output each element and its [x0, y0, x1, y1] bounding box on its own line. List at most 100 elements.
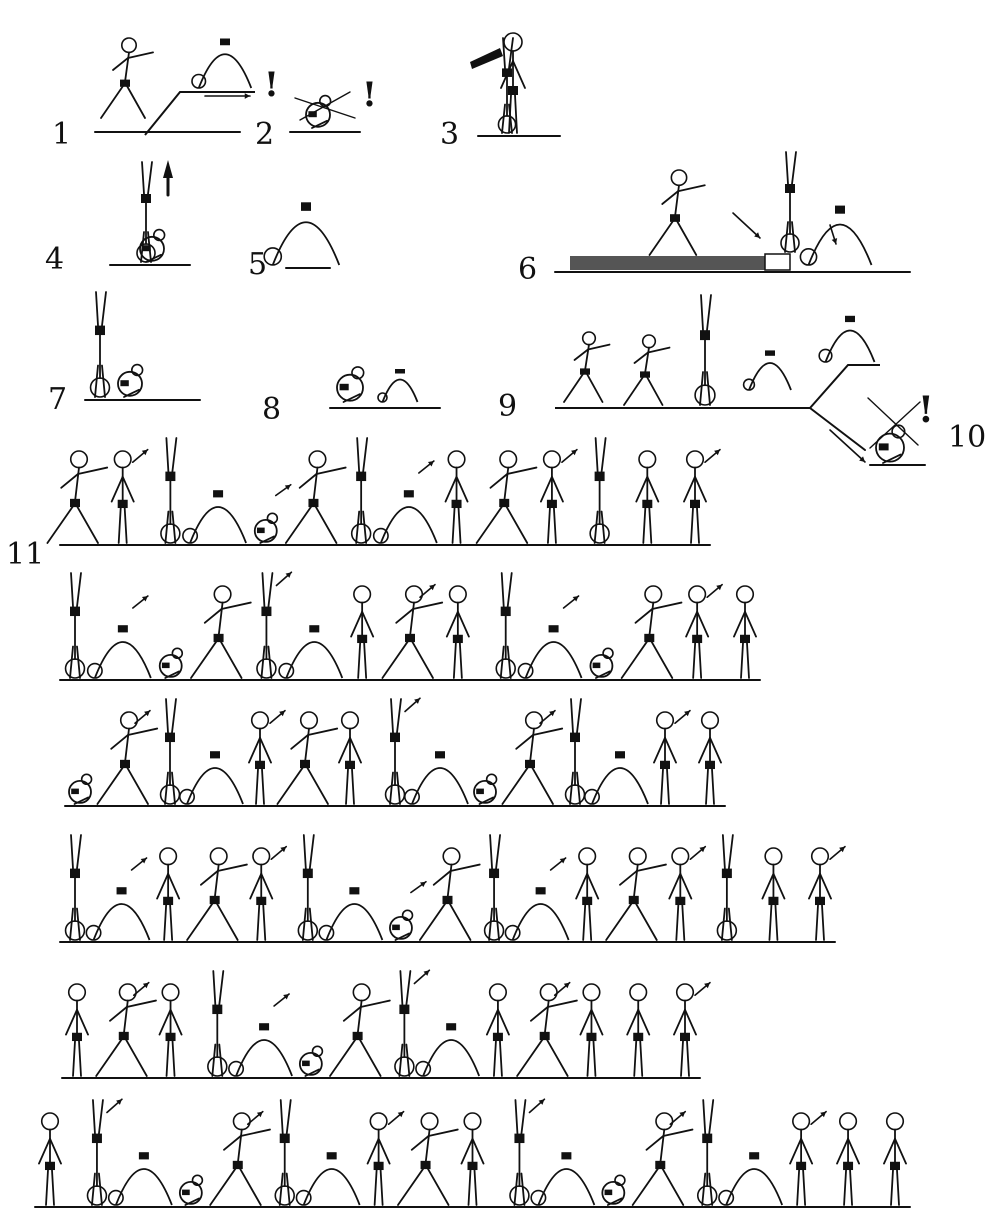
gymnast-shorts: [165, 472, 175, 481]
gymnast-limb: [697, 612, 708, 637]
gymnast-limb: [39, 1139, 50, 1164]
gymnast-limb: [691, 508, 693, 543]
gymnast-limb: [166, 438, 168, 472]
gymnast-limb: [530, 729, 534, 763]
gymnast-limb: [693, 643, 695, 678]
gymnast-figure: [580, 984, 602, 1076]
gymnast-head: [443, 848, 460, 865]
gymnast-figure: [876, 425, 905, 463]
gymnast-head: [114, 451, 131, 468]
gymnast-limb: [73, 1041, 75, 1076]
gymnast-limb: [822, 905, 824, 940]
gymnast-limb: [649, 603, 653, 637]
gymnast-limb: [236, 1040, 292, 1076]
gymnast-limb: [749, 363, 791, 390]
figure-label-2: 2: [255, 120, 274, 150]
gymnast-limb: [261, 647, 264, 679]
gymnast-limb: [652, 603, 681, 609]
gymnast-limb: [554, 508, 556, 543]
gymnast-limb: [310, 909, 313, 941]
gymnast-limb: [726, 1169, 782, 1205]
gymnast-figure: [386, 699, 405, 804]
springboard: [765, 254, 790, 270]
gymnast-limb: [400, 971, 402, 1005]
gymnast-limb: [686, 612, 697, 637]
gymnast-limb: [703, 1100, 705, 1134]
emphasis-mark-2: !: [362, 78, 377, 112]
gymnast-figure: [296, 1152, 359, 1205]
gymnast-limb: [410, 603, 414, 637]
gymnast-shorts: [453, 635, 463, 643]
gymnast-limb: [706, 769, 708, 804]
gymnast-head: [275, 1186, 294, 1205]
gymnast-shorts: [162, 663, 170, 669]
gymnast-limb: [734, 612, 745, 637]
gymnast-limb: [286, 506, 312, 543]
gymnast-figure: [650, 170, 705, 255]
gymnast-shorts: [345, 761, 355, 769]
gymnast-limb: [280, 1174, 283, 1206]
gymnast-limb: [257, 905, 259, 940]
gymnast-shorts: [349, 887, 359, 894]
gymnast-limb: [576, 874, 587, 899]
gymnast-limb: [521, 1100, 525, 1134]
gymnast-shorts: [213, 490, 223, 497]
gymnast-shorts: [119, 1032, 129, 1040]
gymnast-limb: [423, 1040, 479, 1076]
gymnast-limb: [663, 1130, 692, 1136]
gymnast-limb: [127, 86, 145, 118]
gymnast-limb: [665, 738, 676, 763]
gymnast-figure: [633, 1113, 693, 1205]
gymnast-limb: [346, 769, 348, 804]
gymnast-figure: [250, 848, 272, 940]
gymnast-limb: [287, 1100, 291, 1134]
gymnast-limb: [587, 874, 598, 899]
gymnast-figure: [510, 1100, 529, 1205]
gymnast-head: [630, 984, 647, 1001]
gymnast-shorts: [890, 1162, 900, 1170]
figure-label-4: 4: [45, 245, 64, 275]
gymnast-shorts: [642, 500, 652, 508]
gymnast-figure: [518, 625, 581, 678]
gymnast-limb: [172, 438, 176, 472]
gymnast-figure: [416, 1023, 479, 1076]
gymnast-head: [765, 848, 782, 865]
gymnast-limb: [240, 1168, 261, 1205]
gymnast-head: [702, 712, 719, 729]
gymnast-limb: [96, 1039, 122, 1076]
gymnast-limb: [697, 508, 699, 543]
gymnast-limb: [249, 738, 260, 763]
figure-label-11: 11: [6, 540, 44, 570]
gymnast-shorts: [45, 1162, 55, 1170]
gymnast-shorts: [502, 68, 512, 77]
gymnast-limb: [406, 1045, 409, 1077]
gymnast-limb: [381, 507, 437, 543]
gymnast-figure: [564, 332, 610, 402]
gymnast-limb: [699, 738, 710, 763]
gymnast-limb: [620, 871, 637, 885]
gymnast-limb: [77, 647, 80, 679]
gymnast-limb: [548, 508, 550, 543]
gymnast-limb: [602, 512, 605, 544]
gymnast-limb: [125, 729, 129, 763]
gymnast-shorts: [118, 500, 128, 508]
gymnast-shorts: [421, 1161, 431, 1169]
gymnast-limb: [303, 909, 306, 941]
gymnast-limb: [500, 1041, 502, 1076]
gymnast-limb: [172, 699, 176, 733]
gymnast-limb: [687, 1041, 689, 1076]
gymnast-shorts: [117, 887, 127, 894]
gymnast-limb: [504, 468, 508, 502]
gymnast-limb: [634, 1041, 636, 1076]
gymnast-shorts: [540, 1032, 550, 1040]
gymnast-limb: [494, 1041, 496, 1076]
gymnast-limb: [116, 1169, 172, 1205]
gymnast-limb: [287, 1174, 290, 1206]
gymnast-figure: [590, 648, 613, 678]
gymnast-limb: [496, 835, 500, 869]
gymnast-limb: [172, 512, 175, 544]
gymnast-shorts: [70, 869, 80, 878]
gymnast-limb: [508, 573, 512, 607]
gymnast-figure: [674, 984, 696, 1076]
gymnast-figure: [279, 625, 342, 678]
